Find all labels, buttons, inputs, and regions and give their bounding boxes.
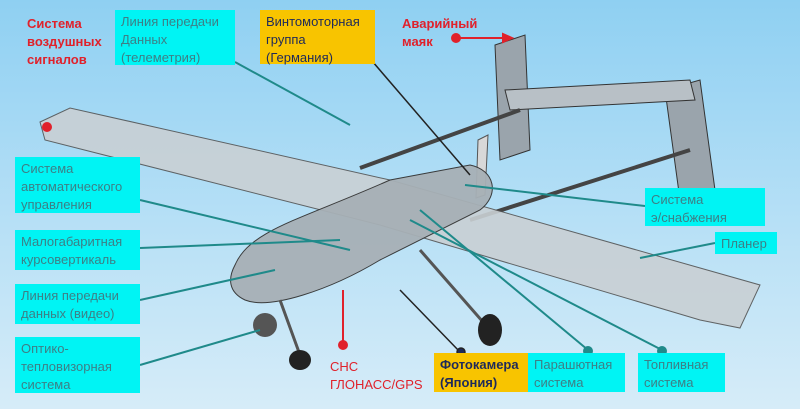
nose-wheel xyxy=(289,350,311,370)
label-propulsion-group: Винтомоторная группа (Германия) xyxy=(260,10,375,65)
label-fuel-system: Топливная система xyxy=(638,353,725,392)
label-autopilot: Система автоматического управления xyxy=(15,157,140,213)
label-emergency-beacon: Аварийный маяк xyxy=(402,16,478,49)
label-parachute-system: Парашютная система xyxy=(528,353,625,392)
camera-turret xyxy=(253,313,277,337)
fuselage xyxy=(230,164,493,304)
tail-assembly xyxy=(359,34,716,222)
label-airframe: Планер xyxy=(715,232,777,254)
label-air-data-system: Система воздушных сигналов xyxy=(27,16,102,67)
label-optical-thermal-system: Оптико- тепловизорная система xyxy=(15,337,140,393)
label-power-supply: Система э/снабжения xyxy=(645,188,765,226)
label-heading-reference: Малогабаритная курсовертикаль xyxy=(15,230,140,270)
label-video-link: Линия передачи данных (видео) xyxy=(15,284,140,324)
label-gnss: СНС ГЛОНАСС/GPS xyxy=(330,359,423,392)
main-wheel xyxy=(478,314,502,346)
label-telemetry-link: Линия передачи Данных (телеметрия) xyxy=(115,10,235,65)
label-camera: Фотокамера (Япония) xyxy=(434,353,528,392)
